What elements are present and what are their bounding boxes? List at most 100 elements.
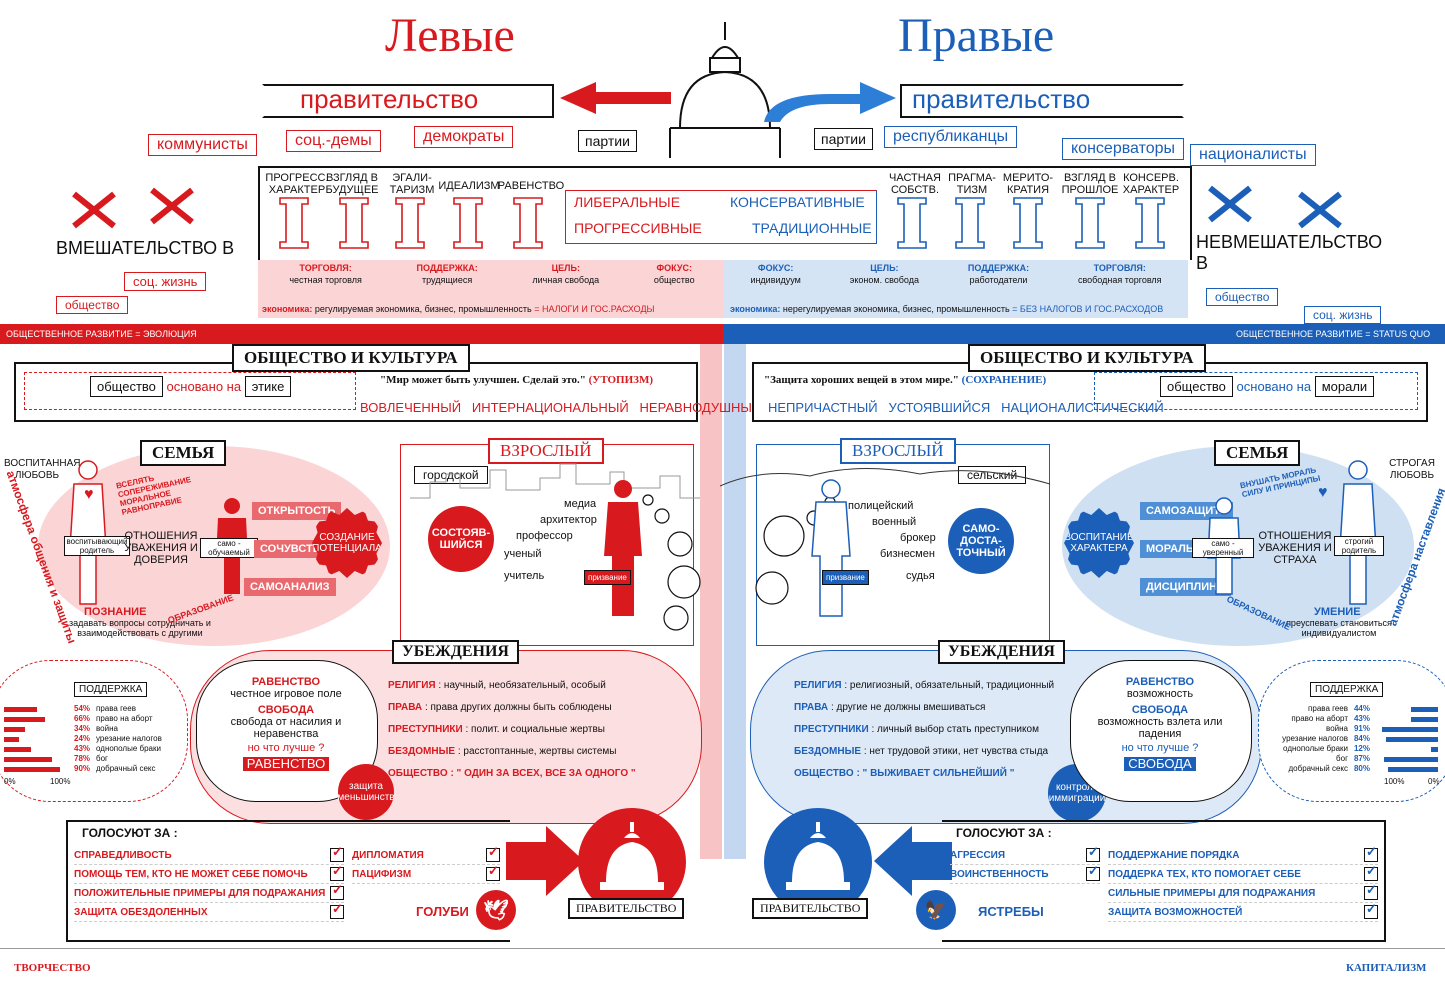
left-adult-title: ВЗРОСЛЫЙ xyxy=(488,438,604,464)
left-vote-list-b: ДИПЛОМАТИЯ ПАЦИФИЗМ xyxy=(352,844,500,884)
support-bar xyxy=(1384,757,1438,762)
support-bar xyxy=(1382,727,1438,732)
left-beliefs-list: РЕЛИГИЯ : научный, необязательный, особы… xyxy=(388,679,636,779)
left-adult-job: медиа xyxy=(564,498,597,510)
left-column-caption: ВЗГЛЯД В БУДУЩЕЕ xyxy=(325,172,379,196)
left-intervention-title: ВМЕШАТЕЛЬСТВО В xyxy=(56,238,235,258)
title-right: Правые xyxy=(898,9,1055,62)
support-row: 24% урезание налогов xyxy=(0,734,180,744)
left-vote-list-a: СПРАВЕДЛИВОСТЬ ПОМОЩЬ ТЕМ, КТО НЕ МОЖЕТ … xyxy=(74,844,344,922)
right-equality-cloud xyxy=(1070,660,1252,802)
right-adult-job: военный xyxy=(872,516,917,528)
left-parent-label: воспитывающий родитель xyxy=(64,536,130,556)
support-pct: 24% xyxy=(74,734,91,743)
right-social-bar xyxy=(723,324,1445,344)
left-adult-circle: СОСТОЯВ-ШИЙСЯ xyxy=(428,506,494,572)
left-capitol-icon xyxy=(578,808,686,916)
left-x-marks-icon xyxy=(72,187,194,229)
left-intervention-tag1: соц. жизнь xyxy=(124,272,207,291)
support-row: 78%бог xyxy=(0,754,180,764)
arrow-left-icon xyxy=(560,82,671,114)
left-econ-row: ТОРГОВЛЯ:честная торговля ПОДДЕРЖКА:труд… xyxy=(289,263,695,285)
right-intervention-title: НЕВМЕШАТЕЛЬСТВО В xyxy=(1196,232,1383,273)
right-column-caption: ВЗГЛЯД В ПРОШЛОЕ xyxy=(1061,172,1119,196)
support-bar xyxy=(1411,717,1438,722)
right-intervention-tag1: общество xyxy=(1206,288,1279,306)
right-economy-line: экономика: нерегулируемая экономика, биз… xyxy=(730,304,1164,314)
right-thought-bubbles-icon xyxy=(755,496,836,605)
left-equality-block: РАВЕНСТВО честное игровое поле СВОБОДА с… xyxy=(230,676,342,771)
support-pct: 90% xyxy=(74,764,91,773)
right-vote-list-b: ПОДДЕРЖАНИЕ ПОРЯДКА ПОДДЕРКА ТЕХ, КТО ПО… xyxy=(1108,844,1378,922)
right-family-love: СТРОГАЯ ЛЮБОВЬ xyxy=(1389,458,1435,481)
parties-label-left: партии xyxy=(578,130,637,152)
support-row: 12%однополые браки xyxy=(1266,744,1442,754)
left-adult-job: архитектор xyxy=(540,514,597,526)
left-center-strip xyxy=(700,344,722,859)
right-equality-block: РАВЕНСТВО возможность СВОБОДА возможност… xyxy=(1097,676,1223,771)
right-gov-label: ПРАВИТЕЛЬСТВО xyxy=(752,898,869,919)
footer-line xyxy=(0,948,1445,949)
right-adult-job: бизнесмен xyxy=(880,548,935,560)
right-society-quote: "Защита хороших вещей в этом мире." (СОХ… xyxy=(764,374,1047,386)
label-conservative: КОНСЕРВАТИВНЫЕ xyxy=(730,194,865,210)
right-shield-icon: ♥ xyxy=(1318,484,1328,501)
label-progressive: ПРОГРЕССИВНЫЕ xyxy=(574,220,702,236)
right-support-axis100: 100% xyxy=(1384,777,1405,786)
left-trait: САМОАНАЛИЗ xyxy=(244,578,336,596)
support-label: добрачный секс xyxy=(1288,764,1349,773)
left-city-skyline-icon xyxy=(410,463,700,499)
right-adult-title: ВЗРОСЛЫЙ xyxy=(840,438,956,464)
left-column-caption: РАВЕНСТВО xyxy=(497,180,565,192)
right-trait: ДИСЦИПЛИНА xyxy=(1140,578,1232,596)
right-equality-answer: СВОБОДА xyxy=(1124,757,1196,771)
right-capitol-icon xyxy=(764,808,872,916)
right-social-bar-label: ОБЩЕСТВЕННОЕ РАЗВИТИЕ = STATUS QUO xyxy=(1236,329,1431,339)
support-label: права геев xyxy=(96,704,136,713)
support-row: 43%право на аборт xyxy=(1266,714,1442,724)
right-adult-job: полицейский xyxy=(848,500,914,512)
support-bar xyxy=(4,757,52,762)
left-intervention-tag2: общество xyxy=(56,296,129,314)
left-adult-job: ученый xyxy=(504,548,542,560)
support-pct: 34% xyxy=(74,724,91,733)
support-row: 43%однополые браки xyxy=(0,744,180,754)
left-knowledge-text: задавать вопросы сотрудничать и взаимоде… xyxy=(69,618,211,638)
left-beliefs-title: УБЕЖДЕНИЯ xyxy=(392,640,519,664)
right-family-title: СЕМЬЯ xyxy=(1214,440,1301,466)
right-column-caption: ПРАГМА-ТИЗМ xyxy=(948,172,996,196)
left-economy-line: экономика: регулируемая экономика, бизне… xyxy=(262,304,655,314)
support-pct: 80% xyxy=(1353,764,1370,773)
gov-label-left: правительство xyxy=(300,84,479,114)
support-label: урезание налогов xyxy=(96,734,162,743)
right-beliefs-title: УБЕЖДЕНИЯ xyxy=(938,640,1065,664)
support-row: 44%права геев xyxy=(1266,704,1442,714)
left-family-title: СЕМЬЯ xyxy=(140,440,227,466)
support-bar xyxy=(4,747,31,752)
support-row: 84%урезание налогов xyxy=(1266,734,1442,744)
support-label: права геев xyxy=(1308,704,1348,713)
support-pct: 87% xyxy=(1353,754,1370,763)
support-bar xyxy=(4,727,25,732)
right-adult-place: сельский xyxy=(958,466,1027,484)
left-adult-job: учитель xyxy=(504,570,545,582)
left-society-title: ОБЩЕСТВО И КУЛЬТУРА xyxy=(232,344,470,372)
right-column-caption: КОНСЕРВ. ХАРАКТЕР xyxy=(1122,172,1180,196)
right-adult-job: брокер xyxy=(900,532,936,544)
right-vote-list-a: АГРЕССИЯ ВОИНСТВЕННОСТЬ xyxy=(950,844,1100,884)
left-column-caption: ИДЕАЛИЗМ xyxy=(438,180,500,192)
right-econ-row: ФОКУС:индивидуум ЦЕЛЬ:эконом. свобода ПО… xyxy=(750,263,1162,285)
support-pct: 43% xyxy=(74,744,91,753)
support-bar xyxy=(4,707,37,712)
right-knowledge-text: преуспевать становиться индивидуалистом xyxy=(1286,618,1392,638)
left-column-caption: ПРОГРЕСС. ХАРАКТЕР xyxy=(265,172,329,196)
support-label: война xyxy=(1326,724,1348,733)
gov-label-right: правительство xyxy=(912,84,1091,114)
left-adult-job: профессор xyxy=(516,530,573,542)
left-thought-bubbles-icon xyxy=(642,494,701,631)
right-hills-icon xyxy=(720,467,1050,487)
right-adult-job: судья xyxy=(906,570,935,582)
left-society-houses xyxy=(24,372,356,410)
